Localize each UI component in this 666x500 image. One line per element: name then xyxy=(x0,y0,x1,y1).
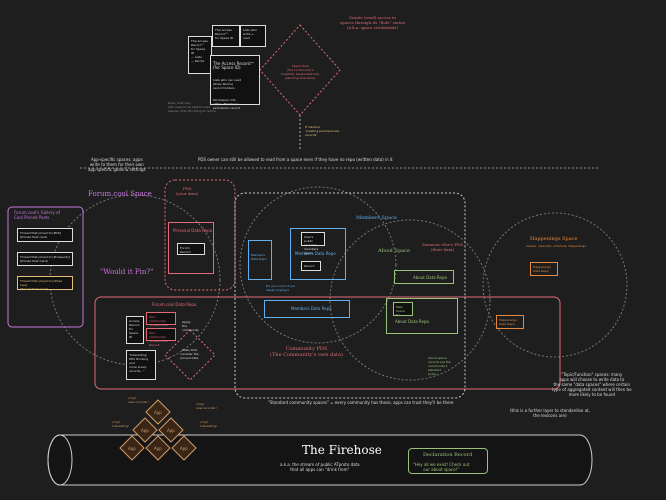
members-repo-2-box: Members Data Repo xyxy=(264,300,350,318)
members-inner-box: Members Data Repo xyxy=(248,240,272,280)
members-repo-2-label: Members Data Repo xyxy=(291,306,332,311)
policy-note: About space records are the community's … xyxy=(428,356,451,376)
members-repo-label: Members Data Repo xyxy=(295,251,336,256)
about-repo-label: About Data Repo xyxy=(413,275,447,280)
pin-card-1: Thread that joined to [PDS] (Pinned Post… xyxy=(17,228,73,242)
happenings-repo-2-label: Happenings Data Repo xyxy=(499,318,517,326)
happenings-repo-1: Happenings Data Repo xyxy=(530,262,558,276)
pds-record: Forum Record xyxy=(177,243,205,255)
happenings-repo-1-label: Happenings Data Repo xyxy=(533,265,551,273)
personal-repo-box: Personal Data Repo Forum Record xyxy=(168,222,214,274)
forum-repo-item-2: Your community "Pinned Post" Record xyxy=(146,328,176,347)
wow-note-1: omg! new records!! xyxy=(128,396,149,404)
pin-card-3: Thread that joined to [Votes Live] (Pinn… xyxy=(17,276,73,291)
access-record-card-2: The Access Record™ for Space ID xyxy=(212,25,240,47)
members-note-1: Do you count if you speak anyway? xyxy=(266,284,296,292)
app-diamonds xyxy=(119,399,197,461)
forum-small-box: Access Record for Space ID xyxy=(126,316,144,344)
about-circle xyxy=(329,219,491,381)
standard-spaces-note: "Standard community spaces" = every comm… xyxy=(268,400,454,405)
app-label-2: App xyxy=(141,428,149,433)
forum-repo-item-1: Your community "Pinned Post" Record xyxy=(146,312,176,331)
pds-label: PDS (your data) xyxy=(176,186,199,196)
gallery-box xyxy=(7,206,84,328)
about-space-title: About Space xyxy=(378,248,411,254)
firehose-subtitle: a.k.a. the stream of public ATproto data… xyxy=(280,462,360,472)
members-small-2: Record xyxy=(301,261,321,271)
app-specific-note: App-specific spaces: apps write to them … xyxy=(88,157,146,172)
rules-diamond xyxy=(164,329,216,381)
members-small-1: User's public record in members space xyxy=(301,232,325,255)
app-label-5: App xyxy=(154,446,162,451)
wow-note-4: omg! interesting! xyxy=(200,420,218,428)
declaration-sub: "Hey all we exist! Check out our about s… xyxy=(413,462,470,472)
members-repo-box: User's public record in members space Me… xyxy=(290,228,346,280)
community-pds-label: Community PDS (The Community's own data) xyxy=(270,346,343,358)
permissions-note: Permission info within 'Members' permiss… xyxy=(213,98,240,110)
forum-space-title: Forum.cool Space xyxy=(88,190,152,198)
host-note: Note: host may also need to be able to r… xyxy=(168,101,216,113)
access-record-body: Lists who can read (Role/ Perms) record … xyxy=(213,78,242,90)
access-record-card-3: Lists who write + read xyxy=(240,25,266,47)
pin-card-2: Thread that joined to [Prosperity] (Pinn… xyxy=(17,252,73,266)
about-repo-box: About Data Repo xyxy=(394,270,454,284)
apply-note: Apply the community xyxy=(182,320,199,332)
personal-repo-label: Personal Data Repo xyxy=(173,228,213,233)
members-circle xyxy=(239,186,397,344)
about-repo-2-label: About Data Repo xyxy=(395,319,429,324)
access-record-card-1: The Access Record™ for Space ID — Lists … xyxy=(188,36,212,74)
someone-else-pds: Someone else's PDS (their data) xyxy=(422,242,464,252)
access-record-main: The Access Record™ (for Space ID) Lists … xyxy=(210,55,260,110)
access-record-title: The Access Record™ (for Space ID) xyxy=(213,61,255,70)
happenings-repo-2: Happenings Data Repo xyxy=(496,315,524,329)
forum-data-repo-label: Forum.cool Data Repo xyxy=(152,302,197,307)
community-pds-region xyxy=(234,192,466,399)
declaration-record: Declaration Record "Hey all we exist! Ch… xyxy=(408,448,488,474)
topic-note: "Topic/Function" spaces: many apps will … xyxy=(552,372,632,397)
declaration-title: Declaration Record xyxy=(423,452,473,458)
about-repo-2-box: Main Space for About Data Repo xyxy=(386,298,458,334)
rules-diamond-label: Rules that consider the pinned data xyxy=(180,348,199,360)
about-small: Main Space for xyxy=(393,302,413,317)
app-label-6: App xyxy=(180,446,188,451)
forum-data-band xyxy=(94,296,561,390)
further-layer-note: (this is a further layer to standardise … xyxy=(510,408,590,418)
happenings-subtitle: events, calendar, schedule, happenings xyxy=(526,244,586,248)
app-label-4: App xyxy=(128,446,136,451)
app-label-3: App xyxy=(167,428,175,433)
gallery-title: Forum.cool's Gallery of Cool Pinned Post… xyxy=(14,210,60,220)
would-it-pin: "Would it Pin?" xyxy=(100,268,154,276)
bottom-card: "Interesting PDS thinking and more lovel… xyxy=(126,350,156,380)
wow-note-3: omg! interesting! xyxy=(112,420,130,428)
if-inactive-note: If inactive 'creating permissioned recor… xyxy=(305,125,340,137)
app-label-1: App xyxy=(154,410,162,415)
members-title: Members Space xyxy=(356,215,397,221)
wow-note-2: omg! new records!! xyxy=(196,402,217,410)
happenings-title: Happenings Space xyxy=(530,236,578,242)
members-inner-label: Members Data Repo xyxy=(251,253,267,261)
firehose-title: The Firehose xyxy=(302,443,382,457)
grants-note: Grants (read) access to spaces through i… xyxy=(340,15,405,30)
pds-owner-note: PDS owner can still be allowed to read f… xyxy=(198,157,393,162)
happenings-circle xyxy=(482,212,628,358)
pds-region xyxy=(164,179,236,291)
space-host-note: Space Host (the community's hopefully be… xyxy=(281,64,320,80)
